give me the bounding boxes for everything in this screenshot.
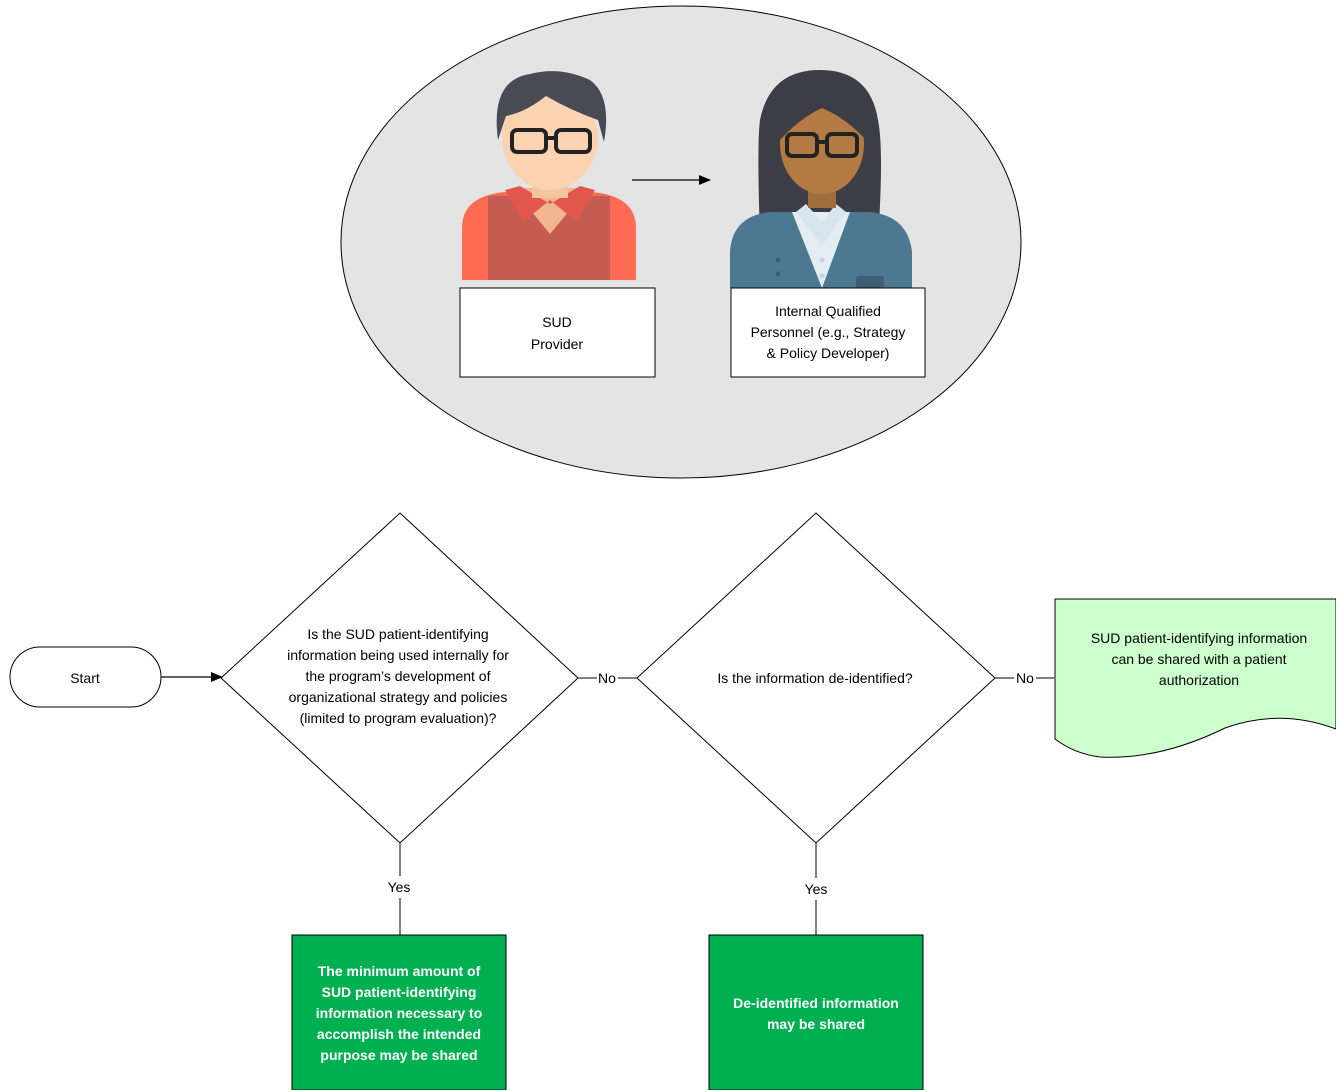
decision-internal-use-line: organizational strategy and policies <box>289 689 508 705</box>
result-minimum-info-line: The minimum amount of <box>318 963 481 979</box>
personnel-label-line: Internal Qualified <box>775 303 881 319</box>
provider-label-box <box>459 287 656 378</box>
provider-label-line: Provider <box>531 336 583 352</box>
no-label-1: No <box>598 670 616 686</box>
result-deidentified-line: may be shared <box>767 1016 865 1032</box>
result-minimum-info <box>291 934 507 1090</box>
yes-label-1: Yes <box>388 879 411 895</box>
no-label-2: No <box>1016 670 1034 686</box>
provider-label-line: SUD <box>542 314 572 330</box>
decision-internal-use-line: Is the SUD patient-identifying <box>307 626 488 642</box>
result-patient-authorization-line: authorization <box>1159 672 1239 688</box>
result-minimum-info-line: purpose may be shared <box>320 1047 477 1063</box>
yes-label-2: Yes <box>805 881 828 897</box>
decision-deidentified-label: Is the information de-identified? <box>717 670 913 686</box>
decision-internal-use-line: information being used internally for <box>287 647 509 663</box>
personnel-label-line: & Policy Developer) <box>767 345 890 361</box>
provider-avatar-icon <box>462 71 636 280</box>
personnel-label-box <box>730 287 926 378</box>
result-patient-authorization-line: can be shared with a patient <box>1111 651 1286 667</box>
personnel-label-line: Personnel (e.g., Strategy <box>751 324 906 340</box>
decision-internal-use-line: the program’s development of <box>306 668 491 684</box>
result-minimum-info-line: accomplish the intended <box>317 1026 481 1042</box>
decision-internal-use-line: (limited to program evaluation)? <box>300 710 497 726</box>
result-deidentified-line: De-identified information <box>733 995 899 1011</box>
start-label: Start <box>70 670 100 686</box>
result-minimum-info-line: information necessary to <box>316 1005 483 1021</box>
result-patient-authorization <box>1054 598 1336 758</box>
result-patient-authorization-line: SUD patient-identifying information <box>1091 630 1307 646</box>
personnel-avatar-icon <box>730 70 912 288</box>
result-deidentified <box>708 934 924 1090</box>
result-minimum-info-line: SUD patient-identifying <box>322 984 477 1000</box>
scene-ellipse <box>340 5 1022 479</box>
